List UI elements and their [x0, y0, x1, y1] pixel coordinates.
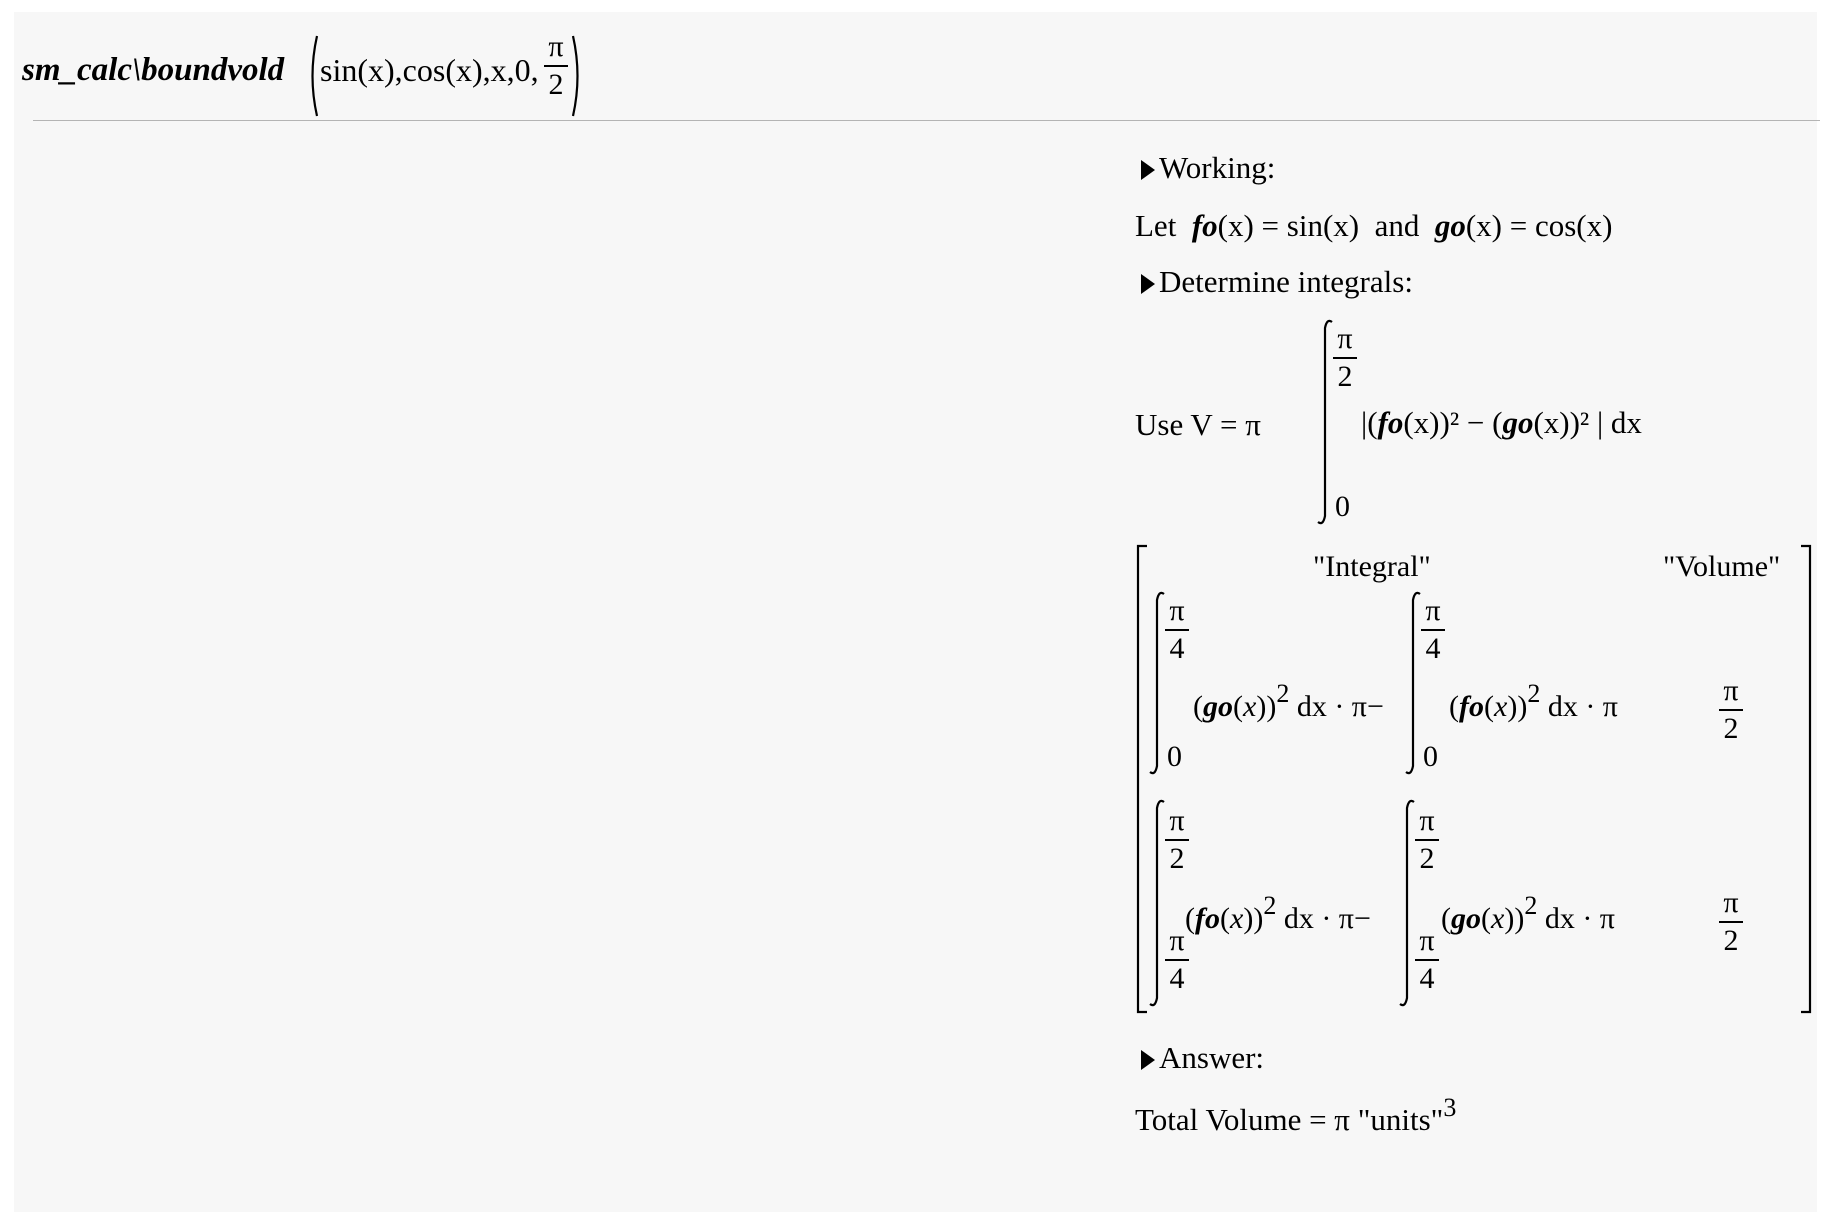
let-line: Let fo(x) = sin(x) and go(x) = cos(x) — [1135, 208, 1613, 243]
integral-sign — [1149, 591, 1165, 775]
row2-int2-integrand: (go(x))2 dx · π — [1441, 891, 1615, 935]
row1-int1-integrand: (go(x))2 dx · π− — [1193, 679, 1384, 723]
matrix-header-integral: "Integral" — [1313, 550, 1431, 583]
entry-close-paren — [571, 35, 579, 117]
entry-open-paren — [311, 35, 319, 117]
determine-toggle[interactable]: Determine integrals: — [1141, 264, 1413, 300]
answer-toggle[interactable]: Answer: — [1141, 1040, 1264, 1076]
row1-int2-integrand: (fo(x))2 dx · π — [1449, 679, 1618, 723]
working-toggle[interactable]: Working: — [1141, 150, 1275, 186]
entry-args: sin(x),cos(x),x,0, — [320, 52, 539, 88]
row2-int1-integrand: (fo(x))2 dx · π− — [1185, 891, 1371, 935]
total-volume: Total Volume = π "units"3 — [1135, 1093, 1457, 1137]
integral-sign — [1317, 319, 1333, 525]
disclosure-triangle-icon — [1141, 274, 1155, 294]
integral-sign — [1405, 591, 1421, 775]
matrix-left-bracket — [1136, 544, 1147, 1014]
matrix-header-volume: "Volume" — [1663, 550, 1781, 583]
disclosure-triangle-icon — [1141, 160, 1155, 180]
disclosure-triangle-icon — [1141, 1050, 1155, 1070]
row1-int2-lower: 0 — [1423, 740, 1438, 773]
integral-sign — [1399, 799, 1415, 1007]
entry-divider — [33, 120, 1820, 121]
integral-sign — [1149, 799, 1165, 1007]
formula-lower-limit: 0 — [1335, 490, 1350, 523]
matrix-right-bracket — [1801, 544, 1812, 1014]
row1-int1-lower: 0 — [1167, 740, 1182, 773]
g-name: go — [1434, 208, 1466, 243]
entry-command: sm_calc\boundvold — [22, 52, 285, 88]
formula-integrand: |(fo(x))² − (go(x))² | dx — [1361, 405, 1642, 440]
output-block: Working: Let fo(x) = sin(x) and go(x) = … — [1131, 142, 1817, 1212]
f-name: fo — [1191, 208, 1218, 243]
